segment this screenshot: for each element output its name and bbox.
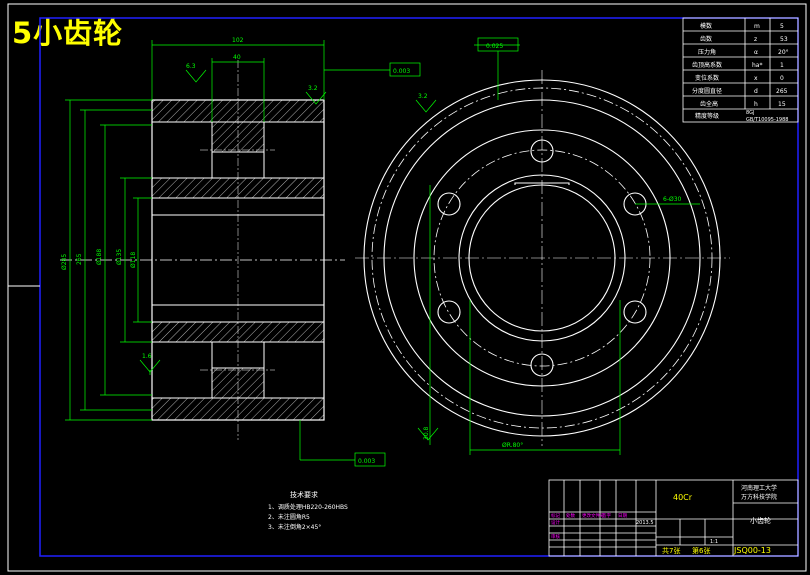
svg-text:265: 265: [76, 253, 83, 265]
svg-text:Ø118: Ø118: [130, 252, 137, 268]
svg-text:3.2: 3.2: [418, 93, 428, 100]
svg-text:签字: 签字: [602, 512, 611, 519]
svg-text:精度等级: 精度等级: [695, 112, 719, 120]
svg-text:40Cr: 40Cr: [673, 493, 693, 502]
svg-text:GB/T10095-1988: GB/T10095-1988: [746, 117, 788, 123]
front-dim-text: 0.025 6-Ø30 ØR.80° 30.8 3.2: [418, 43, 682, 449]
svg-text:102: 102: [232, 37, 244, 44]
svg-text:技术要求: 技术要求: [290, 490, 318, 499]
svg-text:3.2: 3.2: [308, 85, 318, 92]
svg-text:Ø135: Ø135: [116, 249, 123, 265]
svg-text:265: 265: [776, 88, 788, 95]
svg-text:模数: 模数: [700, 22, 712, 30]
parameter-table-text: 模数 m 5 齿数 z 53 压力角 α 20° 齿顶高系数 ha* 1 变位系…: [692, 22, 789, 123]
svg-text:1: 1: [780, 62, 784, 69]
svg-text:设计: 设计: [551, 519, 560, 526]
svg-text:变位系数: 变位系数: [695, 74, 719, 82]
page-title: 5小齿轮: [12, 16, 124, 50]
svg-text:3、未注倒角2×45°: 3、未注倒角2×45°: [268, 523, 321, 531]
svg-text:6.3: 6.3: [186, 63, 196, 70]
svg-text:齿顶高系数: 齿顶高系数: [692, 61, 722, 69]
svg-text:8GJ: 8GJ: [746, 110, 755, 116]
svg-text:α: α: [754, 49, 758, 56]
section-dim-text: 102 40 0.003 0.003 6.3 3.2 1.6 Ø285 265 …: [61, 37, 410, 465]
svg-text:30.8: 30.8: [423, 426, 430, 440]
svg-text:河南理工大学: 河南理工大学: [741, 484, 777, 492]
svg-text:压力角: 压力角: [698, 48, 716, 56]
svg-text:1、调质处理HB220-260HBS: 1、调质处理HB220-260HBS: [268, 503, 348, 511]
svg-text:0: 0: [780, 75, 784, 82]
svg-text:齿数: 齿数: [700, 35, 712, 43]
svg-text:处数: 处数: [566, 512, 575, 519]
svg-text:z: z: [754, 36, 757, 43]
svg-text:万方科技学院: 万方科技学院: [741, 493, 777, 501]
svg-text:53: 53: [780, 36, 788, 43]
svg-text:Ø188: Ø188: [96, 249, 103, 265]
front-view: [355, 70, 730, 446]
svg-text:ha*: ha*: [752, 62, 762, 69]
svg-text:d: d: [754, 88, 758, 95]
svg-text:JSQ00-13: JSQ00-13: [733, 546, 771, 555]
section-dimensions: [65, 40, 439, 467]
svg-text:2、未注圆角R5: 2、未注圆角R5: [268, 513, 310, 521]
svg-text:日期: 日期: [618, 513, 627, 519]
svg-text:ØR.80°: ØR.80°: [502, 442, 523, 449]
svg-text:齿全高: 齿全高: [700, 100, 718, 108]
svg-text:分度圆直径: 分度圆直径: [692, 87, 722, 95]
svg-text:0.025: 0.025: [486, 43, 503, 50]
svg-text:0.003: 0.003: [358, 458, 375, 465]
svg-text:小齿轮: 小齿轮: [750, 516, 771, 525]
technical-notes: 技术要求 1、调质处理HB220-260HBS 2、未注圆角R5 3、未注倒角2…: [268, 490, 348, 531]
svg-text:6-Ø30: 6-Ø30: [663, 196, 682, 203]
svg-text:2013.5: 2013.5: [636, 520, 654, 526]
svg-text:m: m: [754, 23, 760, 30]
svg-text:x: x: [754, 75, 758, 82]
svg-text:1.6: 1.6: [142, 353, 152, 360]
section-view: [60, 60, 345, 440]
front-dimensions: [429, 37, 700, 455]
svg-text:15: 15: [778, 101, 786, 108]
svg-text:更改文件号: 更改文件号: [582, 512, 605, 519]
title-block: [548, 479, 799, 557]
svg-text:第6张: 第6张: [692, 546, 710, 555]
svg-text:h: h: [754, 101, 758, 108]
title-block-text: 40Cr 河南理工大学 万方科技学院 小齿轮 JSQ00-13 共7张 第6张 …: [551, 484, 777, 555]
svg-text:40: 40: [233, 54, 241, 61]
svg-text:5: 5: [780, 23, 784, 30]
svg-text:1:1: 1:1: [710, 539, 718, 545]
svg-text:标记: 标记: [551, 512, 560, 519]
outer-border: [7, 3, 807, 572]
svg-text:共7张: 共7张: [662, 546, 680, 555]
svg-text:Ø285: Ø285: [61, 254, 68, 270]
svg-text:20°: 20°: [778, 49, 789, 56]
gear-parameter-table: [682, 17, 799, 123]
svg-text:审核: 审核: [551, 533, 560, 540]
inner-border: [39, 17, 799, 557]
svg-text:0.003: 0.003: [393, 68, 410, 75]
